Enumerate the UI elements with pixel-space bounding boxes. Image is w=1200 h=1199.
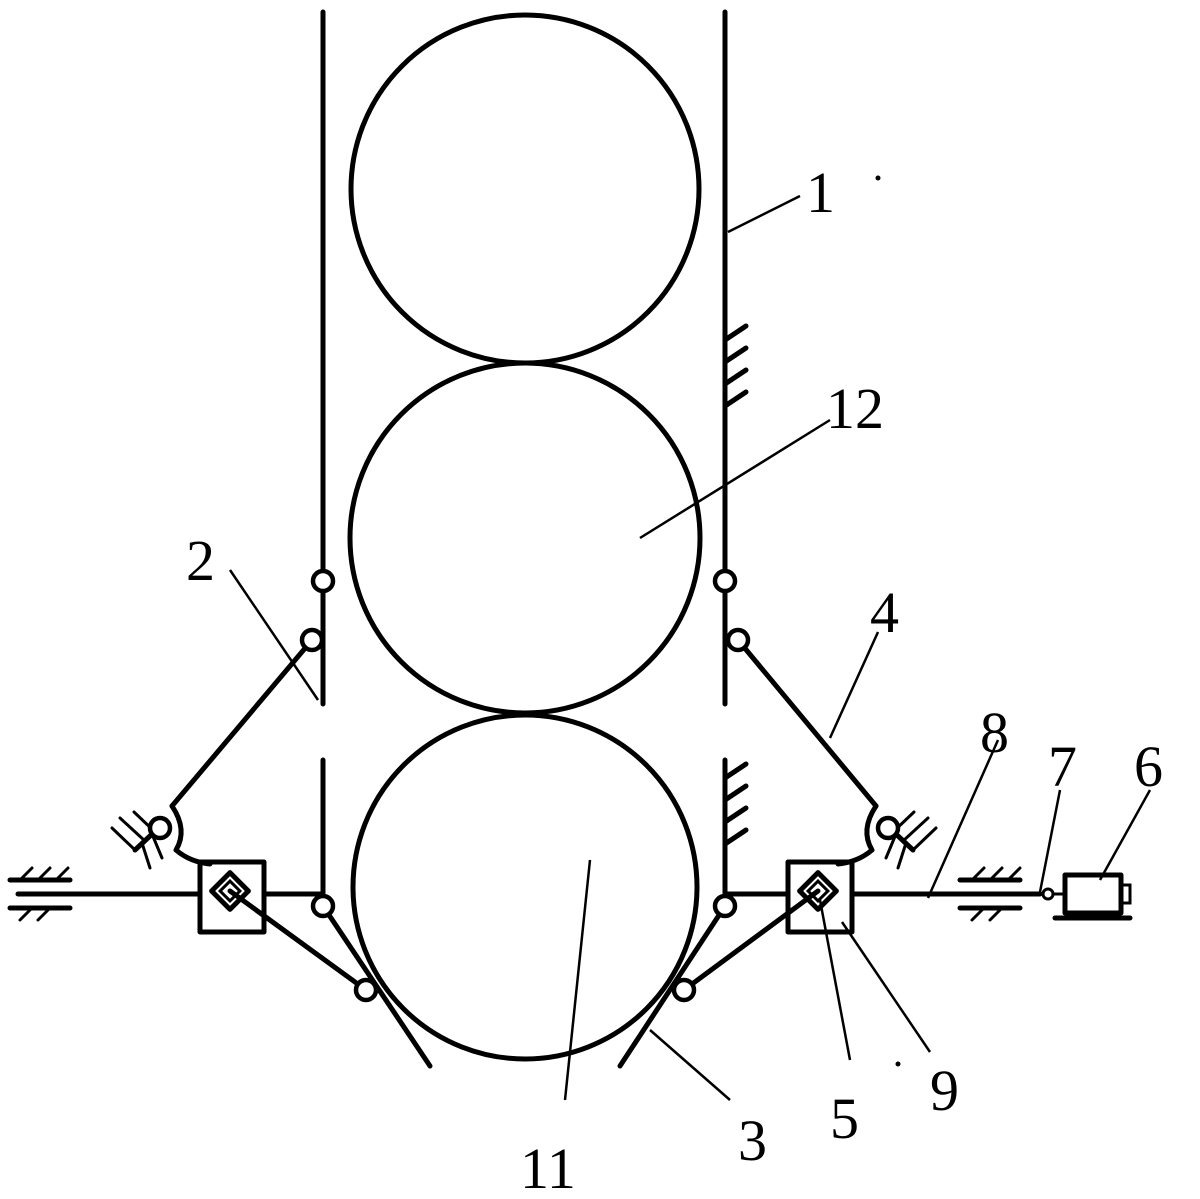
- left-slider-block: [197, 859, 267, 935]
- label-7: 7: [1048, 734, 1077, 799]
- right-linkage: [617, 637, 879, 1069]
- right-lower-link: [681, 888, 821, 993]
- right-pivot-pin: [875, 815, 901, 841]
- left-arm-hook: [169, 803, 213, 867]
- right-link-pin: [671, 977, 697, 1003]
- label-4: 4: [870, 580, 899, 645]
- right-arm-pin: [725, 627, 751, 653]
- leader-lines: [228, 194, 1152, 1101]
- label-9: 9: [930, 1058, 959, 1123]
- left-link-pin: [353, 977, 379, 1003]
- roll-bottom: [350, 712, 700, 1062]
- right-wall-pin: [712, 568, 738, 594]
- motor-end-cap: [1119, 883, 1132, 905]
- stacked-rolls: [347, 12, 703, 1062]
- label-6: 6: [1134, 734, 1163, 799]
- left-linkage: [169, 637, 433, 1069]
- reference-numerals: 1 12 2 4 8 7 6 9 5 3 11: [186, 160, 1163, 1199]
- right-upper-arm: [735, 637, 879, 809]
- right-wall-hatching-lower: [722, 761, 749, 847]
- right-slider: [785, 859, 855, 935]
- label-1: 1: [806, 160, 835, 225]
- right-slider-block: [785, 859, 855, 935]
- motor-body: [1062, 872, 1124, 916]
- left-arm-pin: [299, 627, 325, 653]
- left-lower-link: [227, 888, 369, 993]
- right-arm-hook: [835, 803, 879, 867]
- roll-top: [348, 12, 702, 366]
- label-2: 2: [186, 528, 215, 593]
- label-8: 8: [980, 700, 1009, 765]
- label-11: 11: [520, 1136, 576, 1199]
- pin-joints: [147, 568, 901, 1003]
- left-slider: [197, 859, 267, 935]
- stray-dot: [895, 1061, 901, 1067]
- label-12: 12: [826, 376, 884, 441]
- right-bearing-support: [957, 866, 1023, 922]
- left-bearing-support: [7, 866, 73, 922]
- left-upper-arm: [169, 637, 315, 809]
- right-wall-hatching-upper: [722, 323, 749, 409]
- stray-dot: [875, 175, 881, 181]
- left-wall-pin: [310, 568, 336, 594]
- left-jaw-pin: [310, 893, 336, 919]
- label-5: 5: [830, 1086, 859, 1151]
- right-jaw-pin: [712, 893, 738, 919]
- motor: [1041, 872, 1133, 921]
- left-pivot-pin: [147, 815, 173, 841]
- chute-walls: [320, 9, 728, 899]
- label-3: 3: [738, 1108, 767, 1173]
- roll-middle: [347, 360, 703, 716]
